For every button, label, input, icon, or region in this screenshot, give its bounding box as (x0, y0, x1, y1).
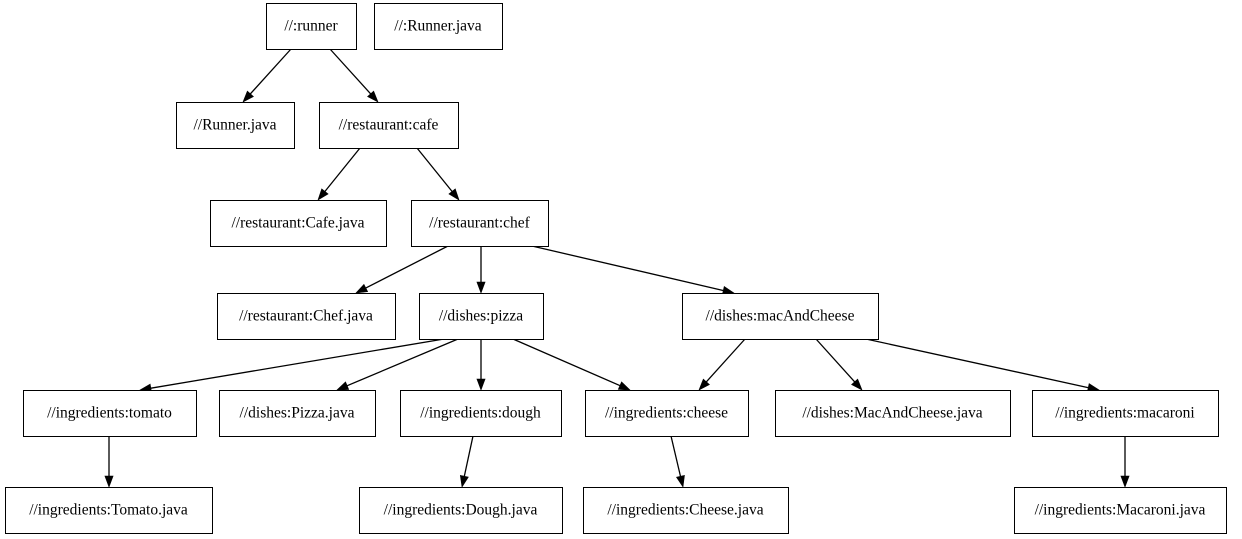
node-box[interactable] (418, 292, 545, 341)
node-label: //ingredients:Macaroni.java (1035, 502, 1206, 519)
graph-edge (815, 338, 863, 391)
node-box[interactable] (582, 486, 790, 535)
graph-node[interactable]: //ingredients:dough (399, 389, 563, 438)
node-label: //Runner.java (193, 117, 276, 134)
graph-node[interactable]: //dishes:macAndCheese (681, 292, 880, 341)
graph-edge (865, 338, 1100, 393)
node-box[interactable] (265, 2, 358, 51)
node-box[interactable] (22, 389, 198, 438)
edge-layer (104, 48, 1130, 488)
graph-edge (476, 246, 486, 294)
graph-node[interactable]: //restaurant:chef (410, 199, 550, 248)
graph-node[interactable]: //dishes:pizza (418, 292, 545, 341)
graph-edge (670, 435, 685, 488)
graph-edge (531, 245, 735, 295)
graph-node[interactable]: //ingredients:Cheese.java (582, 486, 790, 535)
graph-edge (512, 338, 631, 391)
graph-edge (242, 48, 292, 103)
graph-edge (336, 338, 459, 391)
node-box[interactable] (216, 292, 397, 341)
node-box[interactable] (218, 389, 377, 438)
graph-edge (1120, 436, 1130, 488)
node-label: //restaurant:cafe (339, 117, 439, 134)
node-label: //ingredients:Cheese.java (607, 502, 763, 519)
node-box[interactable] (4, 486, 214, 535)
node-label: //ingredients:Tomato.java (29, 502, 188, 519)
graph-edge (329, 48, 379, 103)
node-box[interactable] (410, 199, 550, 248)
graph-node[interactable]: //:runner (265, 2, 358, 51)
node-box[interactable] (358, 486, 564, 535)
graph-node[interactable]: //ingredients:macaroni (1031, 389, 1220, 438)
graph-edge (459, 435, 474, 488)
graph-edge (139, 338, 445, 393)
graph-edge (317, 147, 361, 201)
node-label: //ingredients:Dough.java (384, 502, 538, 519)
graph-node[interactable]: //ingredients:cheese (584, 389, 750, 438)
node-box[interactable] (681, 292, 880, 341)
node-label: //dishes:MacAndCheese.java (802, 405, 982, 422)
node-box[interactable] (373, 2, 504, 51)
graph-node[interactable]: //dishes:MacAndCheese.java (774, 389, 1012, 438)
node-label: //restaurant:Chef.java (239, 308, 373, 325)
node-box[interactable] (584, 389, 750, 438)
graph-node[interactable]: //restaurant:cafe (318, 101, 460, 150)
node-label: //:runner (284, 18, 338, 35)
graph-node[interactable]: //:Runner.java (373, 2, 504, 51)
node-box[interactable] (209, 199, 388, 248)
node-label: //restaurant:chef (429, 215, 531, 232)
node-label: //restaurant:Cafe.java (232, 215, 365, 232)
node-box[interactable] (175, 101, 296, 150)
node-box[interactable] (774, 389, 1012, 438)
graph-edge (416, 147, 460, 201)
node-box[interactable] (318, 101, 460, 150)
graph-node[interactable]: //ingredients:Macaroni.java (1013, 486, 1228, 535)
node-label: //ingredients:dough (420, 405, 541, 422)
graph-node[interactable]: //restaurant:Chef.java (216, 292, 397, 341)
graph-edge (104, 436, 114, 488)
node-box[interactable] (1013, 486, 1228, 535)
node-box[interactable] (399, 389, 563, 438)
node-layer: //:runner //:Runner.java //Runner.java //re… (4, 2, 1228, 535)
graph-edge (698, 338, 746, 391)
node-label: //dishes:pizza (439, 308, 523, 325)
node-label: //ingredients:cheese (605, 405, 728, 422)
node-label: //:Runner.java (394, 18, 482, 35)
graph-node[interactable]: //ingredients:Tomato.java (4, 486, 214, 535)
graph-node[interactable]: //dishes:Pizza.java (218, 389, 377, 438)
graph-node[interactable]: //restaurant:Cafe.java (209, 199, 388, 248)
node-label: //ingredients:macaroni (1055, 405, 1195, 422)
node-label: //ingredients:tomato (47, 405, 172, 422)
graph-edge (476, 339, 486, 391)
node-box[interactable] (1031, 389, 1220, 438)
node-label: //dishes:macAndCheese (706, 308, 855, 325)
graph-edge (355, 245, 449, 294)
graph-node[interactable]: //ingredients:tomato (22, 389, 198, 438)
graph-node[interactable]: //ingredients:Dough.java (358, 486, 564, 535)
graph-node[interactable]: //Runner.java (175, 101, 296, 150)
node-label: //dishes:Pizza.java (240, 405, 355, 422)
